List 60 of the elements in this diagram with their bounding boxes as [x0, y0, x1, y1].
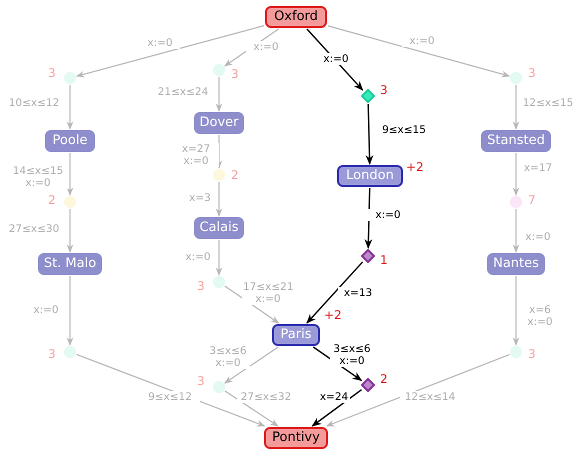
- location-box: [38, 253, 102, 275]
- arrow: [216, 135, 222, 169]
- location-box: [264, 427, 328, 449]
- node-annotation: 3: [48, 66, 56, 80]
- arrow: [512, 85, 520, 130]
- node-annotation: 2: [231, 168, 239, 182]
- arrow: [512, 153, 520, 196]
- node-label: London: [346, 167, 394, 186]
- node-label: Pontivy: [272, 429, 320, 448]
- node-annotation: 3: [197, 374, 205, 388]
- node-label: Calais: [199, 219, 238, 238]
- node-annotation: 3: [528, 66, 536, 80]
- edge-label: 17≤x≤21 x:=0: [242, 281, 294, 305]
- node-label: Poole: [52, 132, 88, 150]
- arrow: [326, 354, 510, 427]
- location-box: [481, 130, 551, 152]
- arrow: [66, 153, 74, 196]
- node-label: St. Malo: [44, 255, 96, 274]
- location-box: [272, 324, 320, 346]
- node-label: Paris: [280, 326, 312, 344]
- node-annotation: 1: [380, 253, 388, 267]
- arrow: [66, 85, 74, 130]
- location-box: [487, 253, 545, 275]
- edge-label: x=24: [318, 391, 350, 403]
- node-annotation: 3: [197, 279, 205, 293]
- location-box: [194, 112, 244, 134]
- node-label: Dover: [200, 114, 238, 132]
- arrow: [76, 25, 264, 78]
- node-annotation: 7: [528, 193, 536, 207]
- arrow: [216, 240, 222, 276]
- arrow: [224, 346, 279, 384]
- node-label: Oxford: [274, 8, 318, 26]
- node-annotation: 2: [380, 372, 388, 386]
- arrow: [328, 25, 510, 78]
- arrow: [306, 261, 364, 324]
- arrow: [312, 389, 362, 427]
- location-box: [194, 217, 244, 239]
- diamond-node: [361, 89, 375, 103]
- node-annotation: 3: [380, 83, 388, 97]
- diamond-node: [361, 249, 375, 263]
- arrow: [66, 209, 74, 253]
- location-box: [337, 165, 403, 187]
- node-annotation: +2: [406, 160, 424, 174]
- node-annotation: 3: [528, 347, 536, 361]
- arrow: [216, 77, 222, 112]
- diamond-node: [361, 378, 375, 392]
- arrow: [216, 182, 222, 217]
- arrow: [512, 209, 520, 253]
- node-label: Nantes: [493, 255, 539, 274]
- arrow: [66, 276, 74, 346]
- arrow: [512, 276, 520, 346]
- arrow: [224, 390, 279, 426]
- node-label: Stansted: [487, 132, 545, 150]
- node-annotation: 3: [231, 67, 239, 81]
- location-box: [265, 6, 327, 28]
- node-annotation: 3: [48, 347, 56, 361]
- arrow: [366, 104, 374, 165]
- node-annotation: +2: [324, 308, 342, 322]
- location-box: [45, 130, 95, 152]
- node-annotation: 2: [48, 193, 56, 207]
